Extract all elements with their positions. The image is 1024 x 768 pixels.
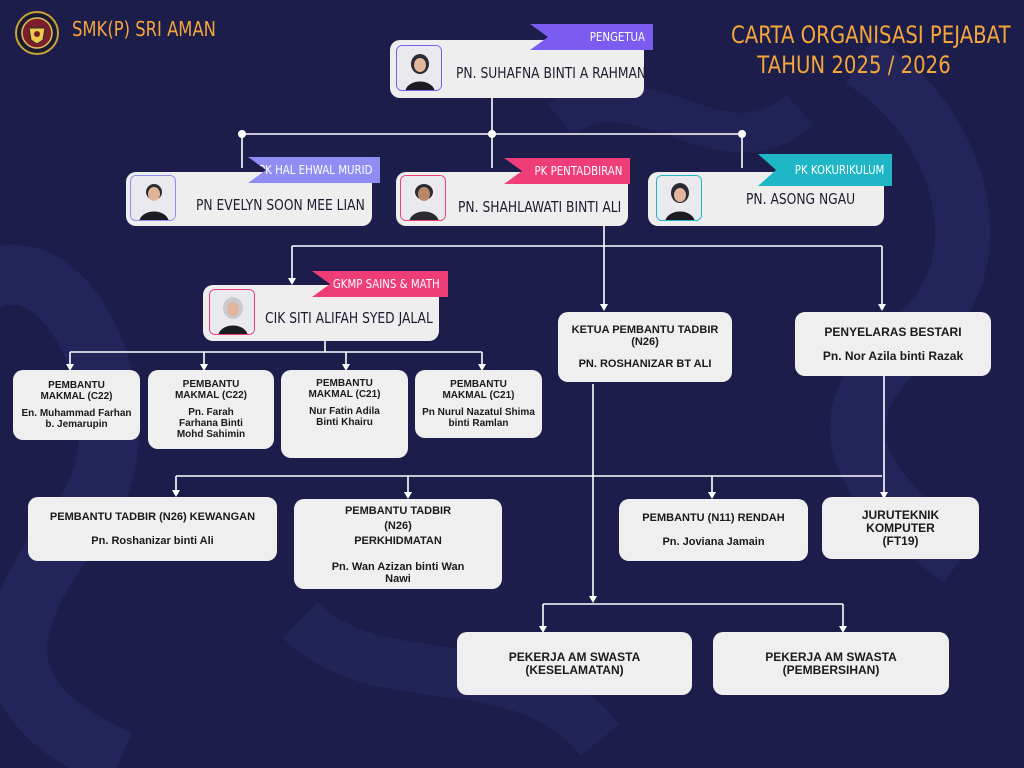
avatar bbox=[209, 289, 255, 335]
avatar bbox=[400, 175, 446, 221]
box-title: PENYELARAS BESTARI bbox=[824, 325, 962, 339]
pk-kokurikulum-role-ribbon: PK KOKURIKULUM bbox=[758, 154, 892, 186]
pembantu-tadbir-kewangan-box: PEMBANTU TADBIR (N26) KEWANGAN Pn. Rosha… bbox=[28, 497, 277, 561]
pk-hem-name: PN EVELYN SOON MEE LIAN bbox=[196, 196, 365, 214]
pembantu-makmal-box-3: PEMBANTU MAKMAL (C21) Nur Fatin Adila Bi… bbox=[281, 370, 408, 458]
juruteknik-komputer-box: JURUTEKNIK KOMPUTER (FT19) bbox=[822, 497, 979, 559]
box-name: PN. ROSHANIZAR BT ALI bbox=[578, 358, 712, 370]
title-line-2: TAHUN 2025 / 2026 bbox=[757, 51, 951, 79]
avatar bbox=[130, 175, 176, 221]
pembantu-rendah-box: PEMBANTU (N11) RENDAH Pn. Joviana Jamain bbox=[619, 499, 808, 561]
pekerja-keselamatan-box: PEKERJA AM SWASTA (KESELAMATAN) bbox=[457, 632, 692, 695]
pk-pentadbiran-role-ribbon: PK PENTADBIRAN bbox=[504, 158, 630, 184]
pengetua-role-ribbon: PENGETUA bbox=[530, 24, 653, 50]
box-name: Pn. Nor Azila binti Razak bbox=[822, 349, 964, 363]
title-line-1: CARTA ORGANISASI PEJABAT bbox=[731, 21, 1011, 49]
box-title: KETUA PEMBANTU TADBIR (N26) bbox=[571, 324, 719, 348]
pk-kokurikulum-name: PN. ASONG NGAU bbox=[746, 190, 856, 208]
pekerja-pembersihan-box: PEKERJA AM SWASTA (PEMBERSIHAN) bbox=[713, 632, 949, 695]
school-name: SMK(P) SRI AMAN bbox=[72, 17, 216, 41]
avatar bbox=[656, 175, 702, 221]
pk-hem-role-ribbon: PK HAL EHWAL MURID bbox=[248, 157, 380, 183]
ketua-pembantu-tadbir-box: KETUA PEMBANTU TADBIR (N26) PN. ROSHANIZ… bbox=[558, 312, 732, 382]
pembantu-makmal-box-1: PEMBANTU MAKMAL (C22) En. Muhammad Farha… bbox=[13, 370, 140, 440]
avatar bbox=[396, 45, 442, 91]
gkmp-role-ribbon: GKMP SAINS & MATH bbox=[312, 271, 448, 297]
pengetua-name: PN. SUHAFNA BINTI A RAHMAN bbox=[456, 64, 647, 82]
pk-pentadbiran-name: PN. SHAHLAWATI BINTI ALI bbox=[458, 198, 622, 216]
school-crest-icon bbox=[15, 11, 59, 55]
pembantu-tadbir-perkhidmatan-box: PEMBANTU TADBIR (N26) PERKHIDMATAN Pn. W… bbox=[294, 499, 502, 589]
penyelaras-bestari-box: PENYELARAS BESTARI Pn. Nor Azila binti R… bbox=[795, 312, 991, 376]
gkmp-name: CIK SITI ALIFAH SYED JALAL bbox=[265, 309, 433, 327]
pembantu-makmal-box-4: PEMBANTU MAKMAL (C21) Pn Nurul Nazatul S… bbox=[415, 370, 542, 438]
pembantu-makmal-box-2: PEMBANTU MAKMAL (C22) Pn. Farah Farhana … bbox=[148, 370, 274, 449]
page-title: CARTA ORGANISASI PEJABAT TAHUN 2025 / 20… bbox=[704, 20, 1011, 80]
